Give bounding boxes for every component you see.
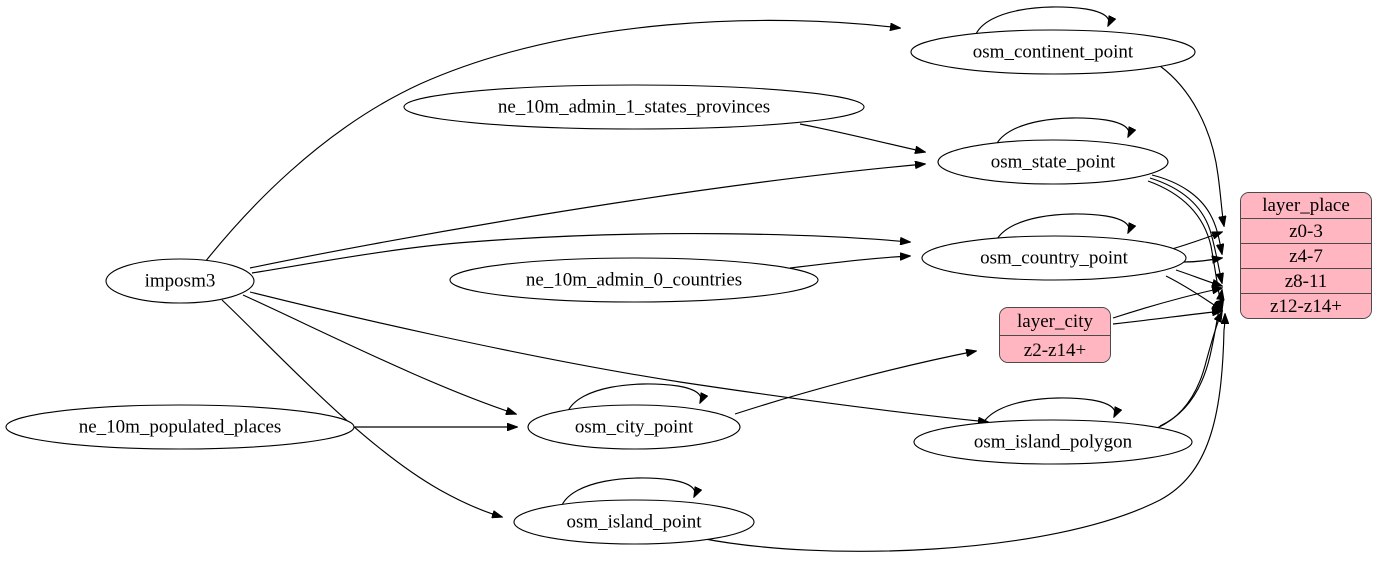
edge-imposm3-to-osm_island_point — [221, 299, 502, 517]
node-label-osm_country_point: osm_country_point — [980, 247, 1128, 268]
node-label-imposm3: imposm3 — [145, 270, 216, 291]
node-osm_island_polygon[interactable]: osm_island_polygon — [913, 419, 1193, 465]
edge-osm_island_polygon-to-layer_place-z8-11 — [1159, 290, 1222, 427]
table-node-layer-city[interactable]: layer_city z2-z14+ — [999, 307, 1111, 363]
node-osm_continent_point[interactable]: osm_continent_point — [910, 29, 1196, 75]
node-ne_10m_populated_places[interactable]: ne_10m_populated_places — [5, 404, 355, 450]
node-label-osm_city_point: osm_city_point — [575, 416, 694, 437]
edge-selfloop-osm_continent_point — [975, 6, 1109, 35]
node-osm_country_point[interactable]: osm_country_point — [921, 235, 1187, 281]
edge-selfloop-osm_country_point — [995, 213, 1129, 242]
edge-ne_10m_admin_0_countries-to-osm_country_point — [789, 256, 910, 269]
edge-layer_city-to-layer_place-z8-11 — [1112, 288, 1222, 319]
edge-osm_country_point-to-layer_place-z4-7 — [1183, 258, 1222, 262]
table-node-layer-place[interactable]: layer_place z0-3 z4-7 z8-11 z12-z14+ — [1240, 192, 1372, 319]
edge-osm_country_point-to-layer_place-z12-z14+ — [1165, 275, 1222, 310]
edge-osm_state_point-to-layer_place-z8-11 — [1149, 177, 1222, 283]
layer-place-row-z8-11[interactable]: z8-11 — [1241, 269, 1371, 294]
edge-imposm3-to-osm_continent_point — [204, 19, 900, 263]
node-label-ne_10m_admin_1_states_provinces: ne_10m_admin_1_states_provinces — [498, 96, 770, 117]
edge-imposm3-to-osm_state_point — [249, 164, 925, 269]
layer-place-row-z4-7[interactable]: z4-7 — [1241, 244, 1371, 269]
node-label-osm_island_point: osm_island_point — [566, 511, 702, 532]
edge-osm_state_point-to-layer_place-z4-7 — [1151, 174, 1222, 254]
node-imposm3[interactable]: imposm3 — [105, 258, 255, 304]
edge-selfloop-osm_city_point — [567, 383, 701, 412]
edge-ne_10m_admin_1_states_provinces-to-osm_state_point — [799, 123, 925, 152]
node-ne_10m_admin_0_countries[interactable]: ne_10m_admin_0_countries — [449, 257, 819, 303]
layer-place-row-z0-3[interactable]: z0-3 — [1241, 219, 1371, 244]
node-label-osm_state_point: osm_state_point — [991, 151, 1116, 172]
edge-imposm3-to-osm_city_point — [242, 294, 516, 414]
layer-place-row-z12-z14[interactable]: z12-z14+ — [1241, 294, 1371, 318]
node-label-osm_island_polygon: osm_island_polygon — [974, 431, 1133, 452]
edges-layer — [204, 6, 1225, 552]
node-label-ne_10m_populated_places: ne_10m_populated_places — [79, 416, 282, 437]
node-label-ne_10m_admin_0_countries: ne_10m_admin_0_countries — [526, 269, 742, 290]
edge-osm_city_point-to-layer_city — [734, 351, 976, 415]
node-osm_island_point[interactable]: osm_island_point — [513, 499, 755, 545]
layer-city-row-z2-z14[interactable]: z2-z14+ — [1000, 336, 1110, 362]
layer-place-title: layer_place — [1241, 193, 1371, 219]
node-osm_state_point[interactable]: osm_state_point — [937, 139, 1169, 185]
layer-city-title: layer_city — [1000, 308, 1110, 336]
edge-osm_island_polygon-to-layer_place-z12-z14+ — [1156, 312, 1222, 429]
edge-selfloop-osm_state_point — [995, 117, 1129, 146]
edge-layer_city-to-layer_place-z12-z14+ — [1112, 311, 1222, 325]
edge-imposm3-to-osm_island_polygon — [249, 291, 988, 422]
edge-imposm3-to-osm_country_point — [251, 233, 910, 274]
edge-osm_island_point-to-layer_place-z12-z14+ — [699, 314, 1225, 552]
node-label-osm_continent_point: osm_continent_point — [973, 41, 1134, 62]
edge-osm_country_point-to-layer_place-z8-11 — [1175, 269, 1222, 286]
edge-selfloop-osm_island_point — [561, 477, 695, 506]
edge-osm_country_point-to-layer_place-z0-3 — [1171, 232, 1222, 250]
edge-selfloop-osm_island_polygon — [981, 397, 1115, 426]
nodes-layer: osm_continent_point osm_state_point osm_… — [5, 29, 1196, 545]
node-osm_city_point[interactable]: osm_city_point — [527, 404, 741, 450]
node-ne_10m_admin_1_states_provinces[interactable]: ne_10m_admin_1_states_provinces — [403, 84, 865, 130]
edge-osm_continent_point-to-layer_place-z0-3 — [1159, 65, 1224, 226]
